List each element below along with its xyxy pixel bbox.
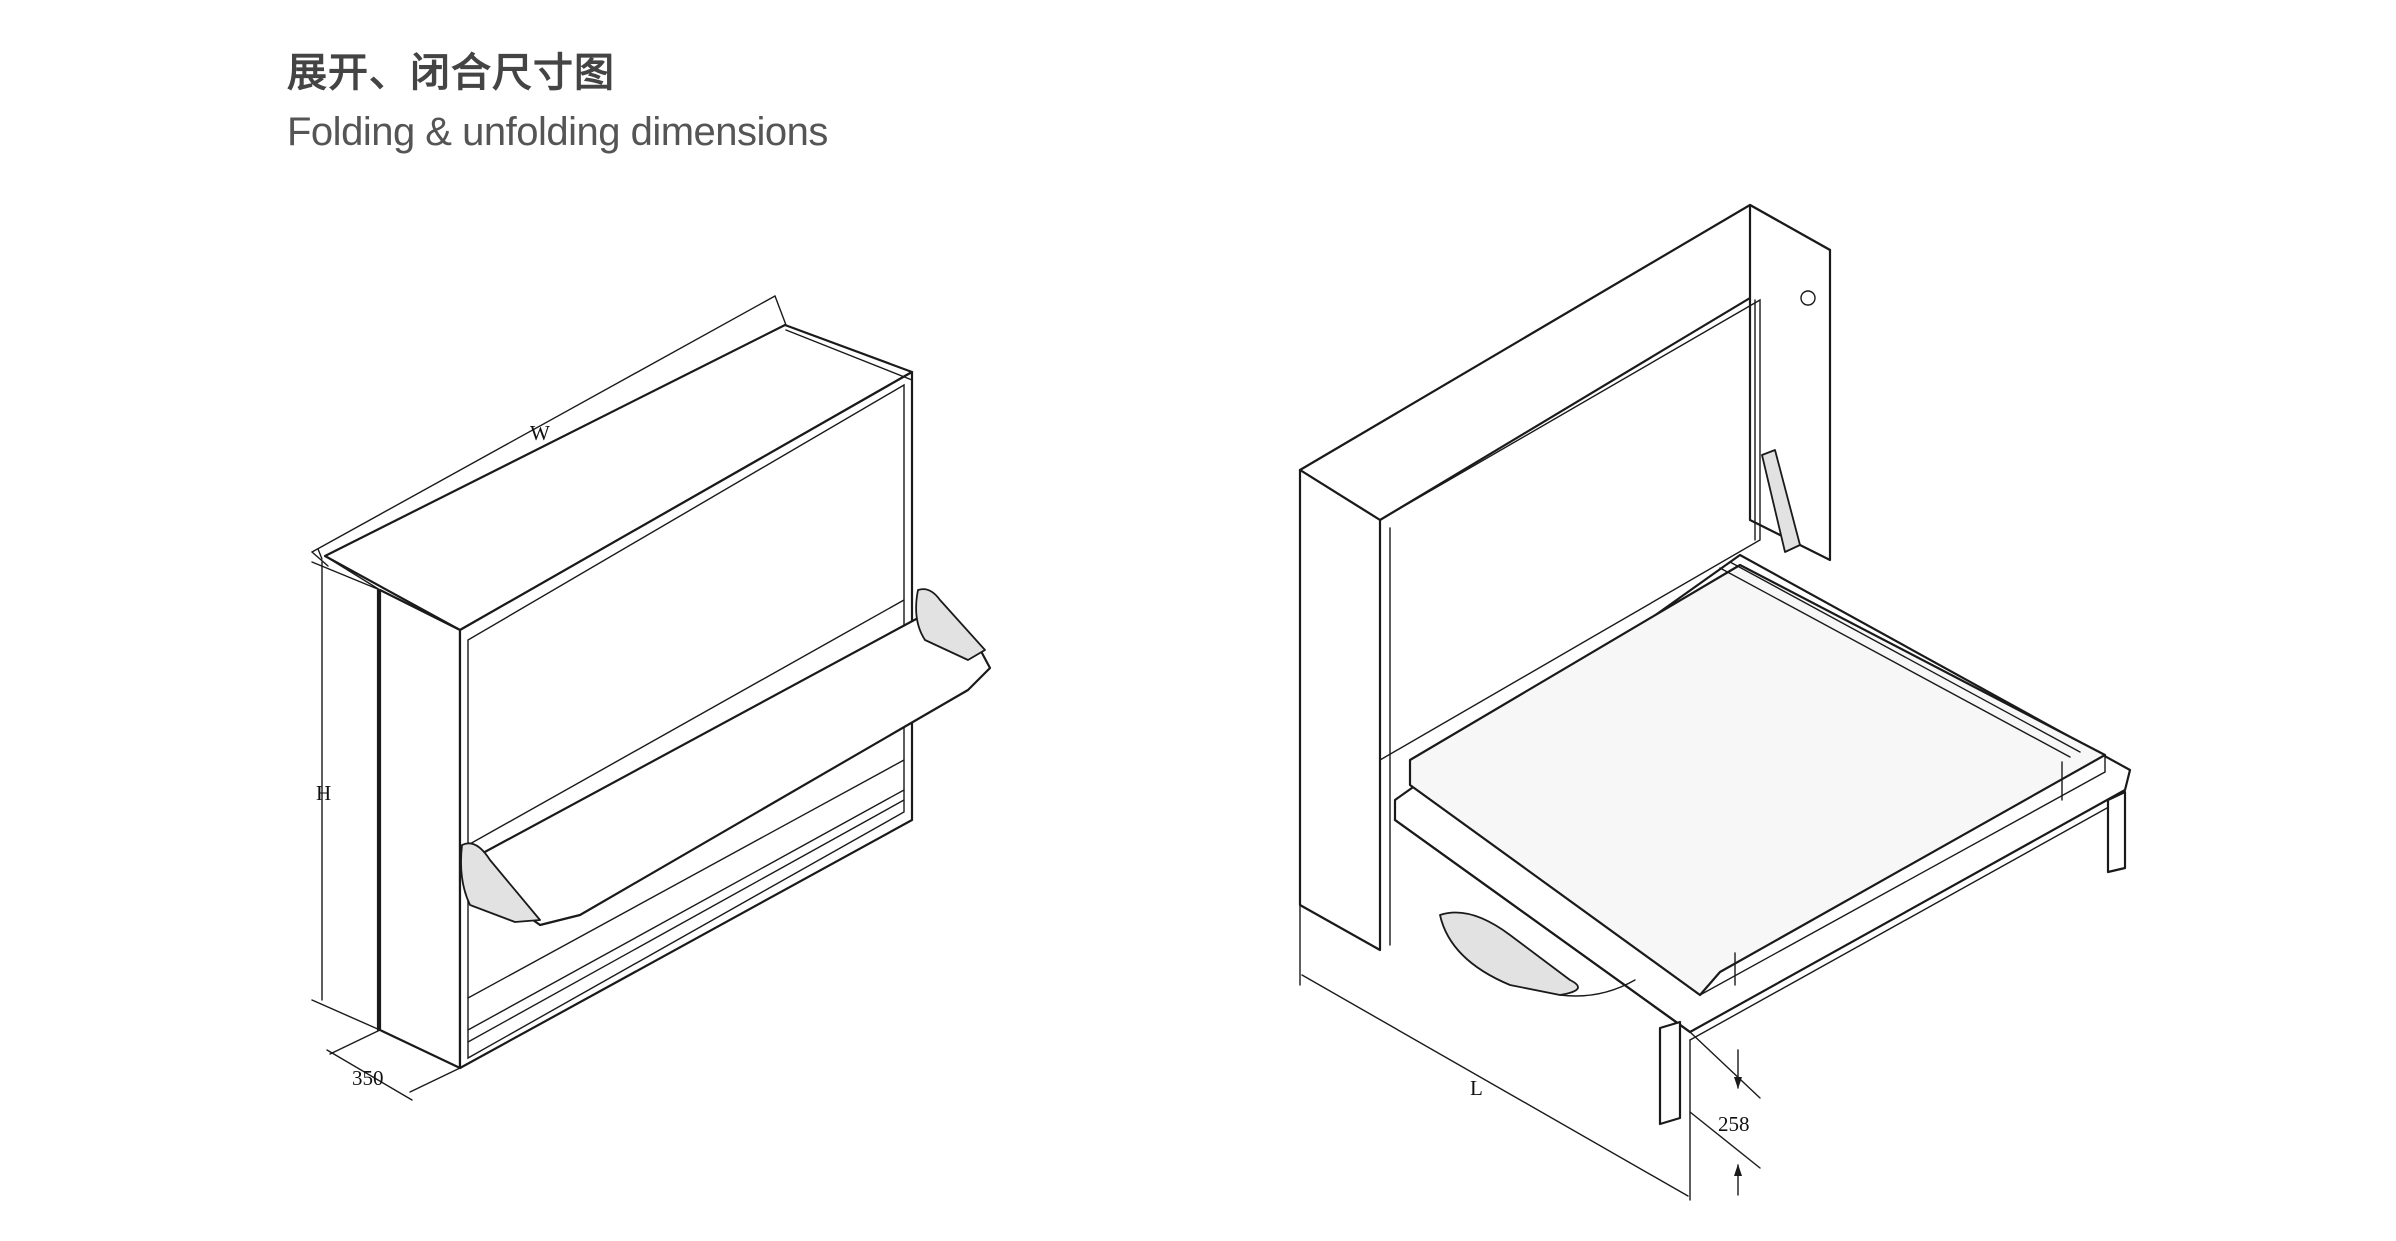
open-cabinet-back <box>1379 298 1761 762</box>
heading-block: 展开、闭合尺寸图 Folding & unfolding dimensions <box>287 40 828 155</box>
bed-leg-right <box>2106 790 2127 874</box>
shelf-bracket-right <box>915 588 986 661</box>
unfolded-cabinet <box>1298 203 2132 1126</box>
folded-cabinet <box>323 323 992 1070</box>
open-cabinet-left-side <box>1298 468 1382 952</box>
dimension-depth-value: 350 <box>352 1066 384 1090</box>
title-english: Folding & unfolding dimensions <box>287 110 828 154</box>
dimension-height: H <box>311 561 381 1031</box>
dimension-length: L <box>1299 904 1691 1201</box>
dimension-leg-height: 258 <box>1689 1031 1761 1196</box>
cabinet-knob <box>1800 290 1816 306</box>
bed-leg-front <box>1658 1020 1682 1126</box>
dimension-depth: 350 <box>326 1029 461 1101</box>
front-panel-inset <box>467 383 905 1060</box>
lift-mechanism-arm <box>1439 911 1579 996</box>
dimension-width: W <box>311 295 787 567</box>
gas-piston <box>1761 449 1801 553</box>
dimension-width-label: W <box>530 421 550 445</box>
dimension-length-label: L <box>1470 1076 1483 1100</box>
cabinet-side-face <box>378 588 462 1070</box>
title-chinese: 展开、闭合尺寸图 <box>287 50 615 96</box>
mattress <box>1408 563 2107 997</box>
dimension-height-label: H <box>316 781 331 805</box>
shelf-bracket-left <box>460 842 541 923</box>
dimension-leg-height-value: 258 <box>1718 1112 1750 1136</box>
